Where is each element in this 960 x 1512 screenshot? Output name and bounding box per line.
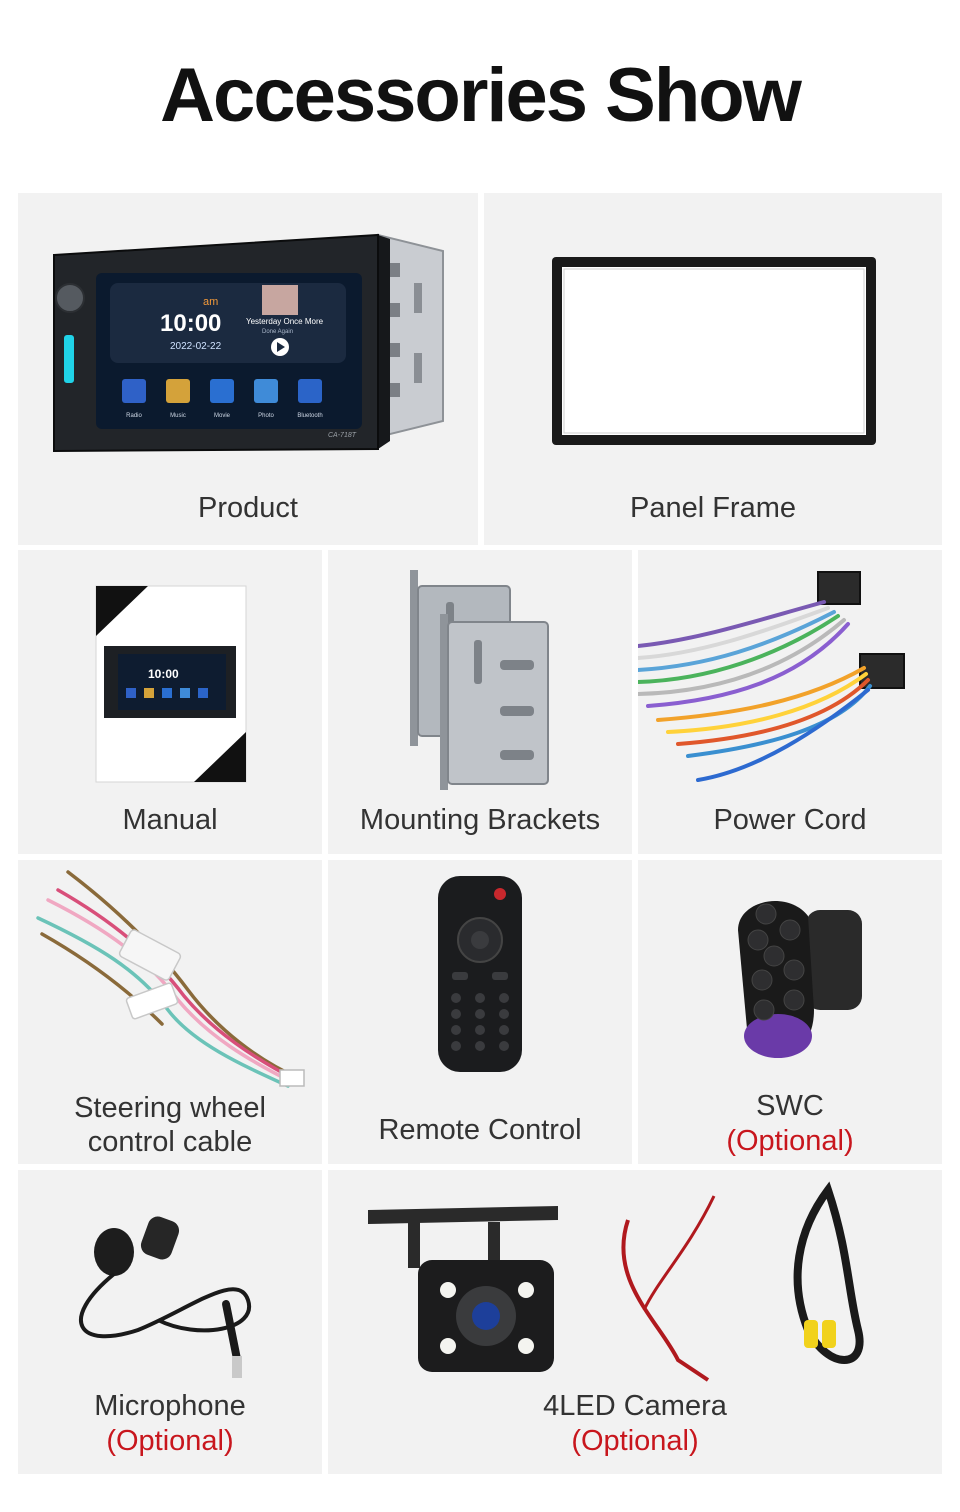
song-title: Yesterday Once More — [246, 317, 324, 326]
microphone-optional-label: (Optional) — [106, 1425, 234, 1457]
product-label: Product — [198, 492, 298, 524]
manual-image: 10:00 — [95, 585, 247, 783]
accessory-card-microphone: Microphone (Optional) — [18, 1170, 322, 1474]
app-photo-label: Photo — [258, 413, 274, 419]
accessory-card-remote-control: Remote Control — [328, 860, 632, 1164]
swc-optional-label: (Optional) — [726, 1125, 854, 1157]
microphone-label: Microphone — [94, 1390, 246, 1422]
screen-ampm: am — [203, 296, 218, 308]
steering-cable-label-line1: Steering wheel — [74, 1092, 266, 1124]
microphone-image — [79, 1216, 252, 1378]
manual-screen-time: 10:00 — [148, 667, 179, 681]
song-status: Done Again — [262, 329, 293, 335]
steering-cable-image — [36, 870, 305, 1088]
accessory-card-mounting-brackets: Mounting Brackets — [328, 550, 632, 854]
remote-control-label: Remote Control — [378, 1114, 582, 1146]
swc-image — [738, 901, 862, 1058]
accessory-card-manual: 10:00 Manual — [18, 550, 322, 854]
accessory-card-swc: SWC (Optional) — [638, 860, 942, 1164]
panel-frame-label: Panel Frame — [629, 492, 796, 524]
page-title: Accessories Show — [160, 53, 802, 138]
camera-image — [368, 1181, 864, 1382]
screen-time: 10:00 — [160, 310, 221, 337]
app-bluetooth-label: Bluetooth — [297, 413, 322, 419]
swc-label: SWC — [756, 1090, 824, 1122]
power-cord-label: Power Cord — [713, 804, 867, 836]
camera-label: 4LED Camera — [543, 1390, 727, 1422]
accessory-card-camera: 4LED Camera (Optional) — [328, 1170, 942, 1474]
accessory-card-product: 10:00 am 2022-02-22 Yesterday Once More … — [18, 193, 478, 545]
screen-date: 2022-02-22 — [170, 341, 222, 352]
app-music-label: Music — [170, 413, 186, 419]
power-cord-image — [638, 571, 905, 782]
remote-control-image — [438, 876, 522, 1072]
app-movie-label: Movie — [214, 413, 231, 419]
accessory-card-steering-cable: Steering wheel control cable — [18, 860, 322, 1164]
mounting-brackets-label: Mounting Brackets — [359, 804, 601, 836]
mounting-brackets-image — [410, 570, 549, 790]
app-radio-label: Radio — [126, 413, 142, 419]
model-label: CA-718T — [328, 432, 357, 439]
panel-frame-image — [552, 257, 876, 445]
camera-optional-label: (Optional) — [571, 1425, 699, 1457]
accessory-card-panel-frame: Panel Frame — [484, 193, 942, 545]
car-stereo-image: 10:00 am 2022-02-22 Yesterday Once More … — [53, 233, 444, 453]
manual-label: Manual — [122, 804, 218, 836]
steering-cable-label-line2: control cable — [87, 1126, 253, 1158]
accessory-card-power-cord: Power Cord — [638, 550, 942, 854]
